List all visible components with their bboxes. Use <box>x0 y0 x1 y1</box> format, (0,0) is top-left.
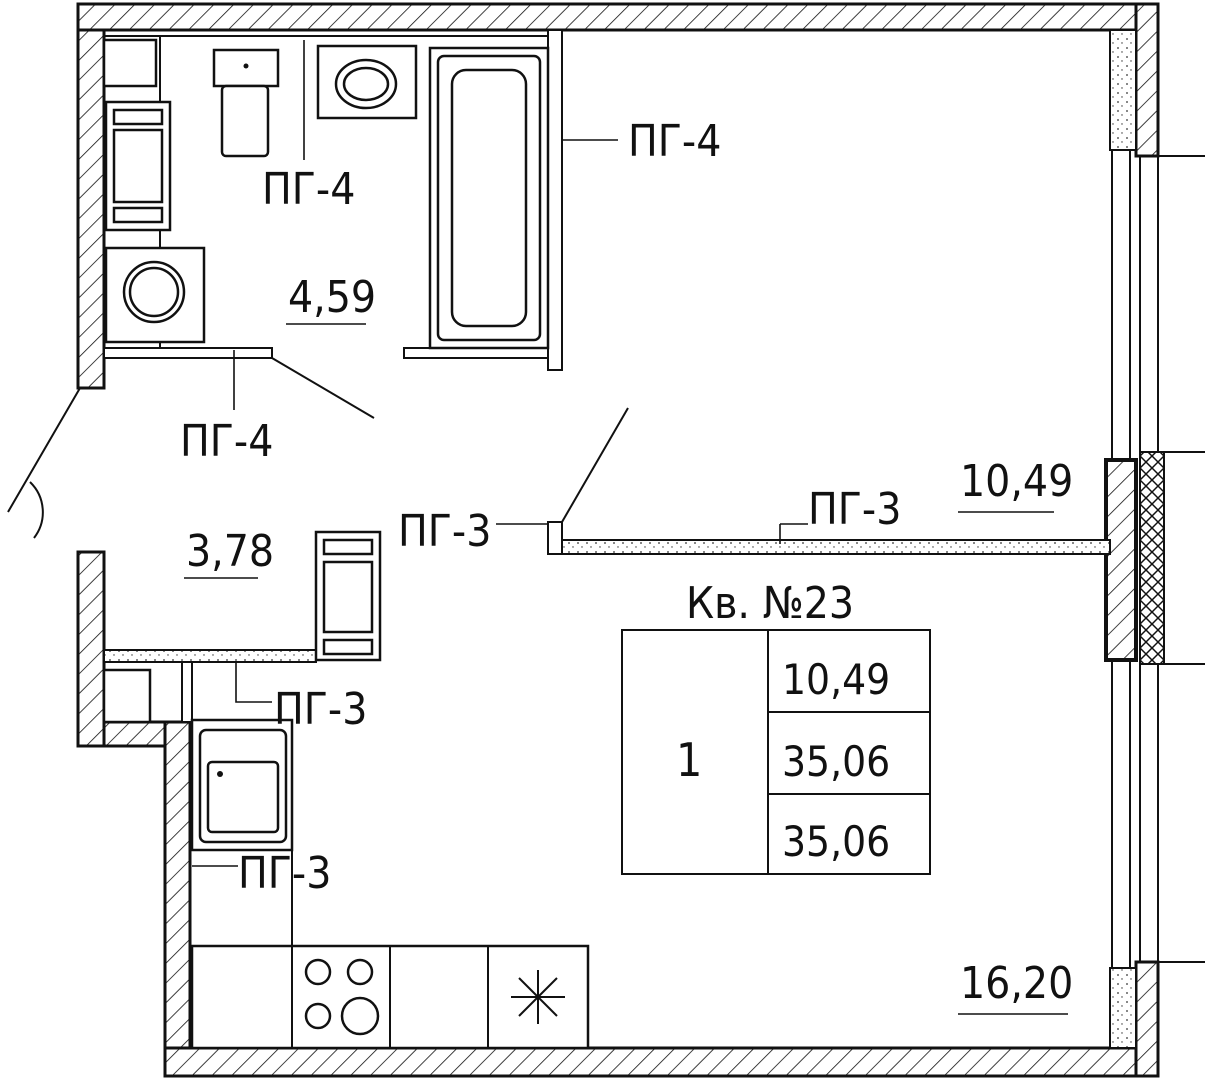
bath-partition-vertical <box>547 29 563 371</box>
living-area: 16,20 <box>960 958 1073 1009</box>
partition-label: ПГ-3 <box>398 506 491 557</box>
bathroom-area: 4,59 <box>288 272 376 323</box>
bathroom-partition-left <box>103 347 273 359</box>
bottom-wall <box>163 1046 1138 1078</box>
column-insulation <box>1139 451 1165 665</box>
rooms-count: 1 <box>676 733 702 787</box>
window-lower <box>1111 660 1205 968</box>
partition-label: ПГ-4 <box>262 164 355 215</box>
apartment-table <box>621 629 931 875</box>
window-upper <box>1111 150 1205 460</box>
partition-label: ПГ-3 <box>274 684 367 735</box>
fan-icon <box>511 970 565 1024</box>
apartment-title: Кв. №23 <box>686 578 854 629</box>
bathroom-door <box>271 357 375 419</box>
right-wall-bottom <box>1134 960 1160 1078</box>
partition-label: ПГ-3 <box>808 484 901 535</box>
bedroom-door <box>561 407 629 523</box>
partition-label: ПГ-3 <box>238 848 331 899</box>
right-wall-corner-bottom <box>1109 967 1137 1049</box>
left-wall-lower <box>76 550 106 748</box>
closet-box <box>102 668 152 724</box>
sink-icon <box>316 44 418 120</box>
partition-label: ПГ-4 <box>628 116 721 167</box>
shaft <box>102 38 158 88</box>
living-area-value: 10,49 <box>782 655 890 704</box>
bathroom-partition-right <box>403 347 563 359</box>
closet-partition <box>103 649 317 663</box>
toilet-icon <box>212 48 280 158</box>
washer-icon <box>104 246 206 344</box>
left-wall-upper <box>76 28 106 390</box>
stove-icon <box>304 958 380 1036</box>
bathtub-icon <box>428 46 550 350</box>
total-area-balcony-value: 35,06 <box>782 817 890 866</box>
column <box>1104 458 1138 662</box>
hall-area: 3,78 <box>186 526 274 577</box>
right-wall-top <box>1134 2 1160 158</box>
kitchen-sink-icon <box>190 718 294 852</box>
bedroom-partition <box>547 539 1111 555</box>
bedroom-area: 10,49 <box>960 456 1073 507</box>
left-wall-kitchen <box>163 720 192 1050</box>
closet-partition-vertical <box>181 661 193 723</box>
door-swing-icon <box>7 387 81 539</box>
right-wall-corner <box>1109 29 1137 151</box>
total-area-value: 35,06 <box>782 737 890 786</box>
top-wall <box>76 2 1138 32</box>
partition-label: ПГ-4 <box>180 416 273 467</box>
bedroom-partition-end <box>547 521 563 555</box>
radiator-icon <box>104 100 172 232</box>
hall-radiator-icon <box>314 530 382 662</box>
